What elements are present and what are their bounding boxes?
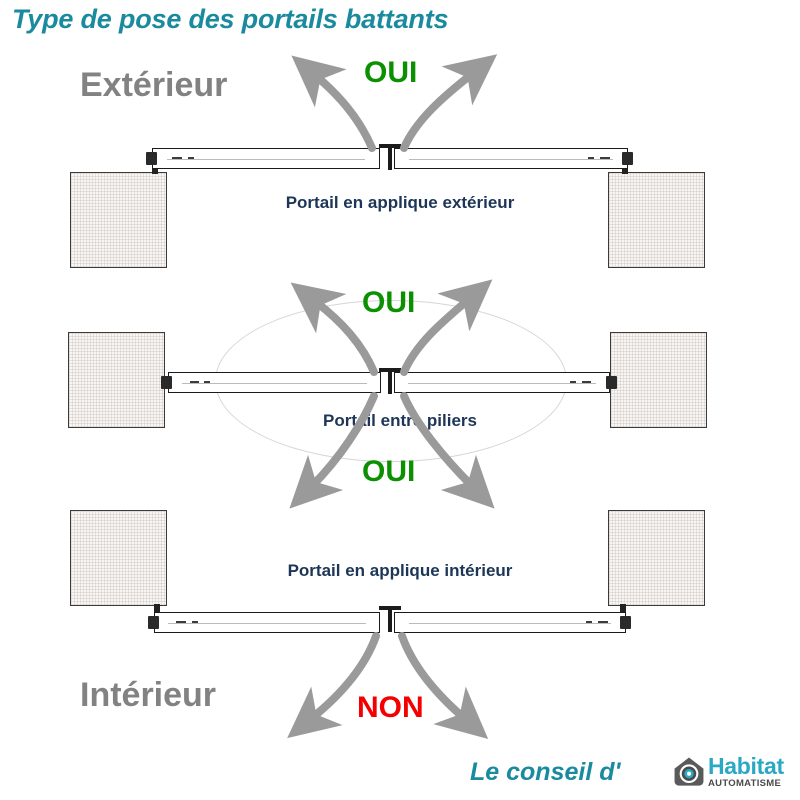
verdict-row2-down-oui: OUI: [362, 455, 416, 488]
pillar-right-row1: [608, 172, 705, 268]
hinge-right-row1: [622, 152, 633, 165]
footer-tagline: Le conseil d': [470, 758, 621, 786]
gate-leaf-right-row2: [394, 372, 610, 393]
leaf-dash2-left-row3: [192, 621, 198, 623]
pillar-right-row2: [610, 332, 707, 428]
gate-leaf-right-row1: [394, 148, 628, 169]
pillar-left-row1: [70, 172, 167, 268]
leaf-dash2-left-row2: [204, 381, 210, 383]
leaf-dash-right-row3: [598, 621, 608, 623]
gate-leaf-right-row3: [394, 612, 626, 633]
row-caption-3: Portail en applique intérieur: [287, 561, 513, 580]
logo-brand-subtitle: AUTOMATISME: [708, 778, 782, 790]
leaf-dash-left-row3: [176, 621, 186, 623]
leaf-dash-right-row1: [600, 157, 610, 159]
leaf-dash2-right-row3: [586, 621, 592, 623]
house-camera-icon: [674, 757, 704, 786]
hinge-left-row2: [161, 376, 172, 389]
leaf-dash2-right-row2: [570, 381, 576, 383]
leaf-dash-left-row2: [190, 381, 199, 383]
hinge-right-row3: [620, 616, 631, 629]
pillar-left-row2: [68, 332, 165, 428]
leaf-dash-right-row2: [582, 381, 591, 383]
leaf-dash-left-row1: [172, 157, 182, 159]
side-label-interieur: Intérieur: [80, 676, 217, 714]
leaf-dash2-left-row1: [188, 157, 194, 159]
verdict-row3-non: NON: [357, 691, 424, 724]
row-caption-2: Portail entre piliers: [323, 411, 477, 430]
pillar-right-row3: [608, 510, 705, 606]
hinge-right-row2: [606, 376, 617, 389]
hinge-left-row3: [148, 616, 159, 629]
center-stop-stem-row2: [388, 368, 392, 394]
leaf-dash2-right-row1: [588, 157, 594, 159]
logo-brand-name: Habitat: [708, 753, 784, 780]
page-title: Type de pose des portails battants: [12, 4, 449, 34]
verdict-row1-oui: OUI: [364, 56, 418, 89]
gate-leaf-left-row2: [168, 372, 381, 393]
hinge-left-row1: [146, 152, 157, 165]
side-label-exterieur: Extérieur: [80, 66, 228, 104]
row-caption-1: Portail en applique extérieur: [285, 193, 515, 212]
verdict-row2-up-oui: OUI: [362, 286, 416, 319]
gate-leaf-left-row3: [154, 612, 380, 633]
gate-leaf-left-row1: [152, 148, 380, 169]
habitat-automatisme-logo[interactable]: Habitat AUTOMATISME: [672, 755, 784, 789]
center-stop-stem-row1: [388, 144, 392, 170]
center-stop-stem-row3: [388, 606, 392, 632]
pillar-left-row3: [70, 510, 167, 606]
